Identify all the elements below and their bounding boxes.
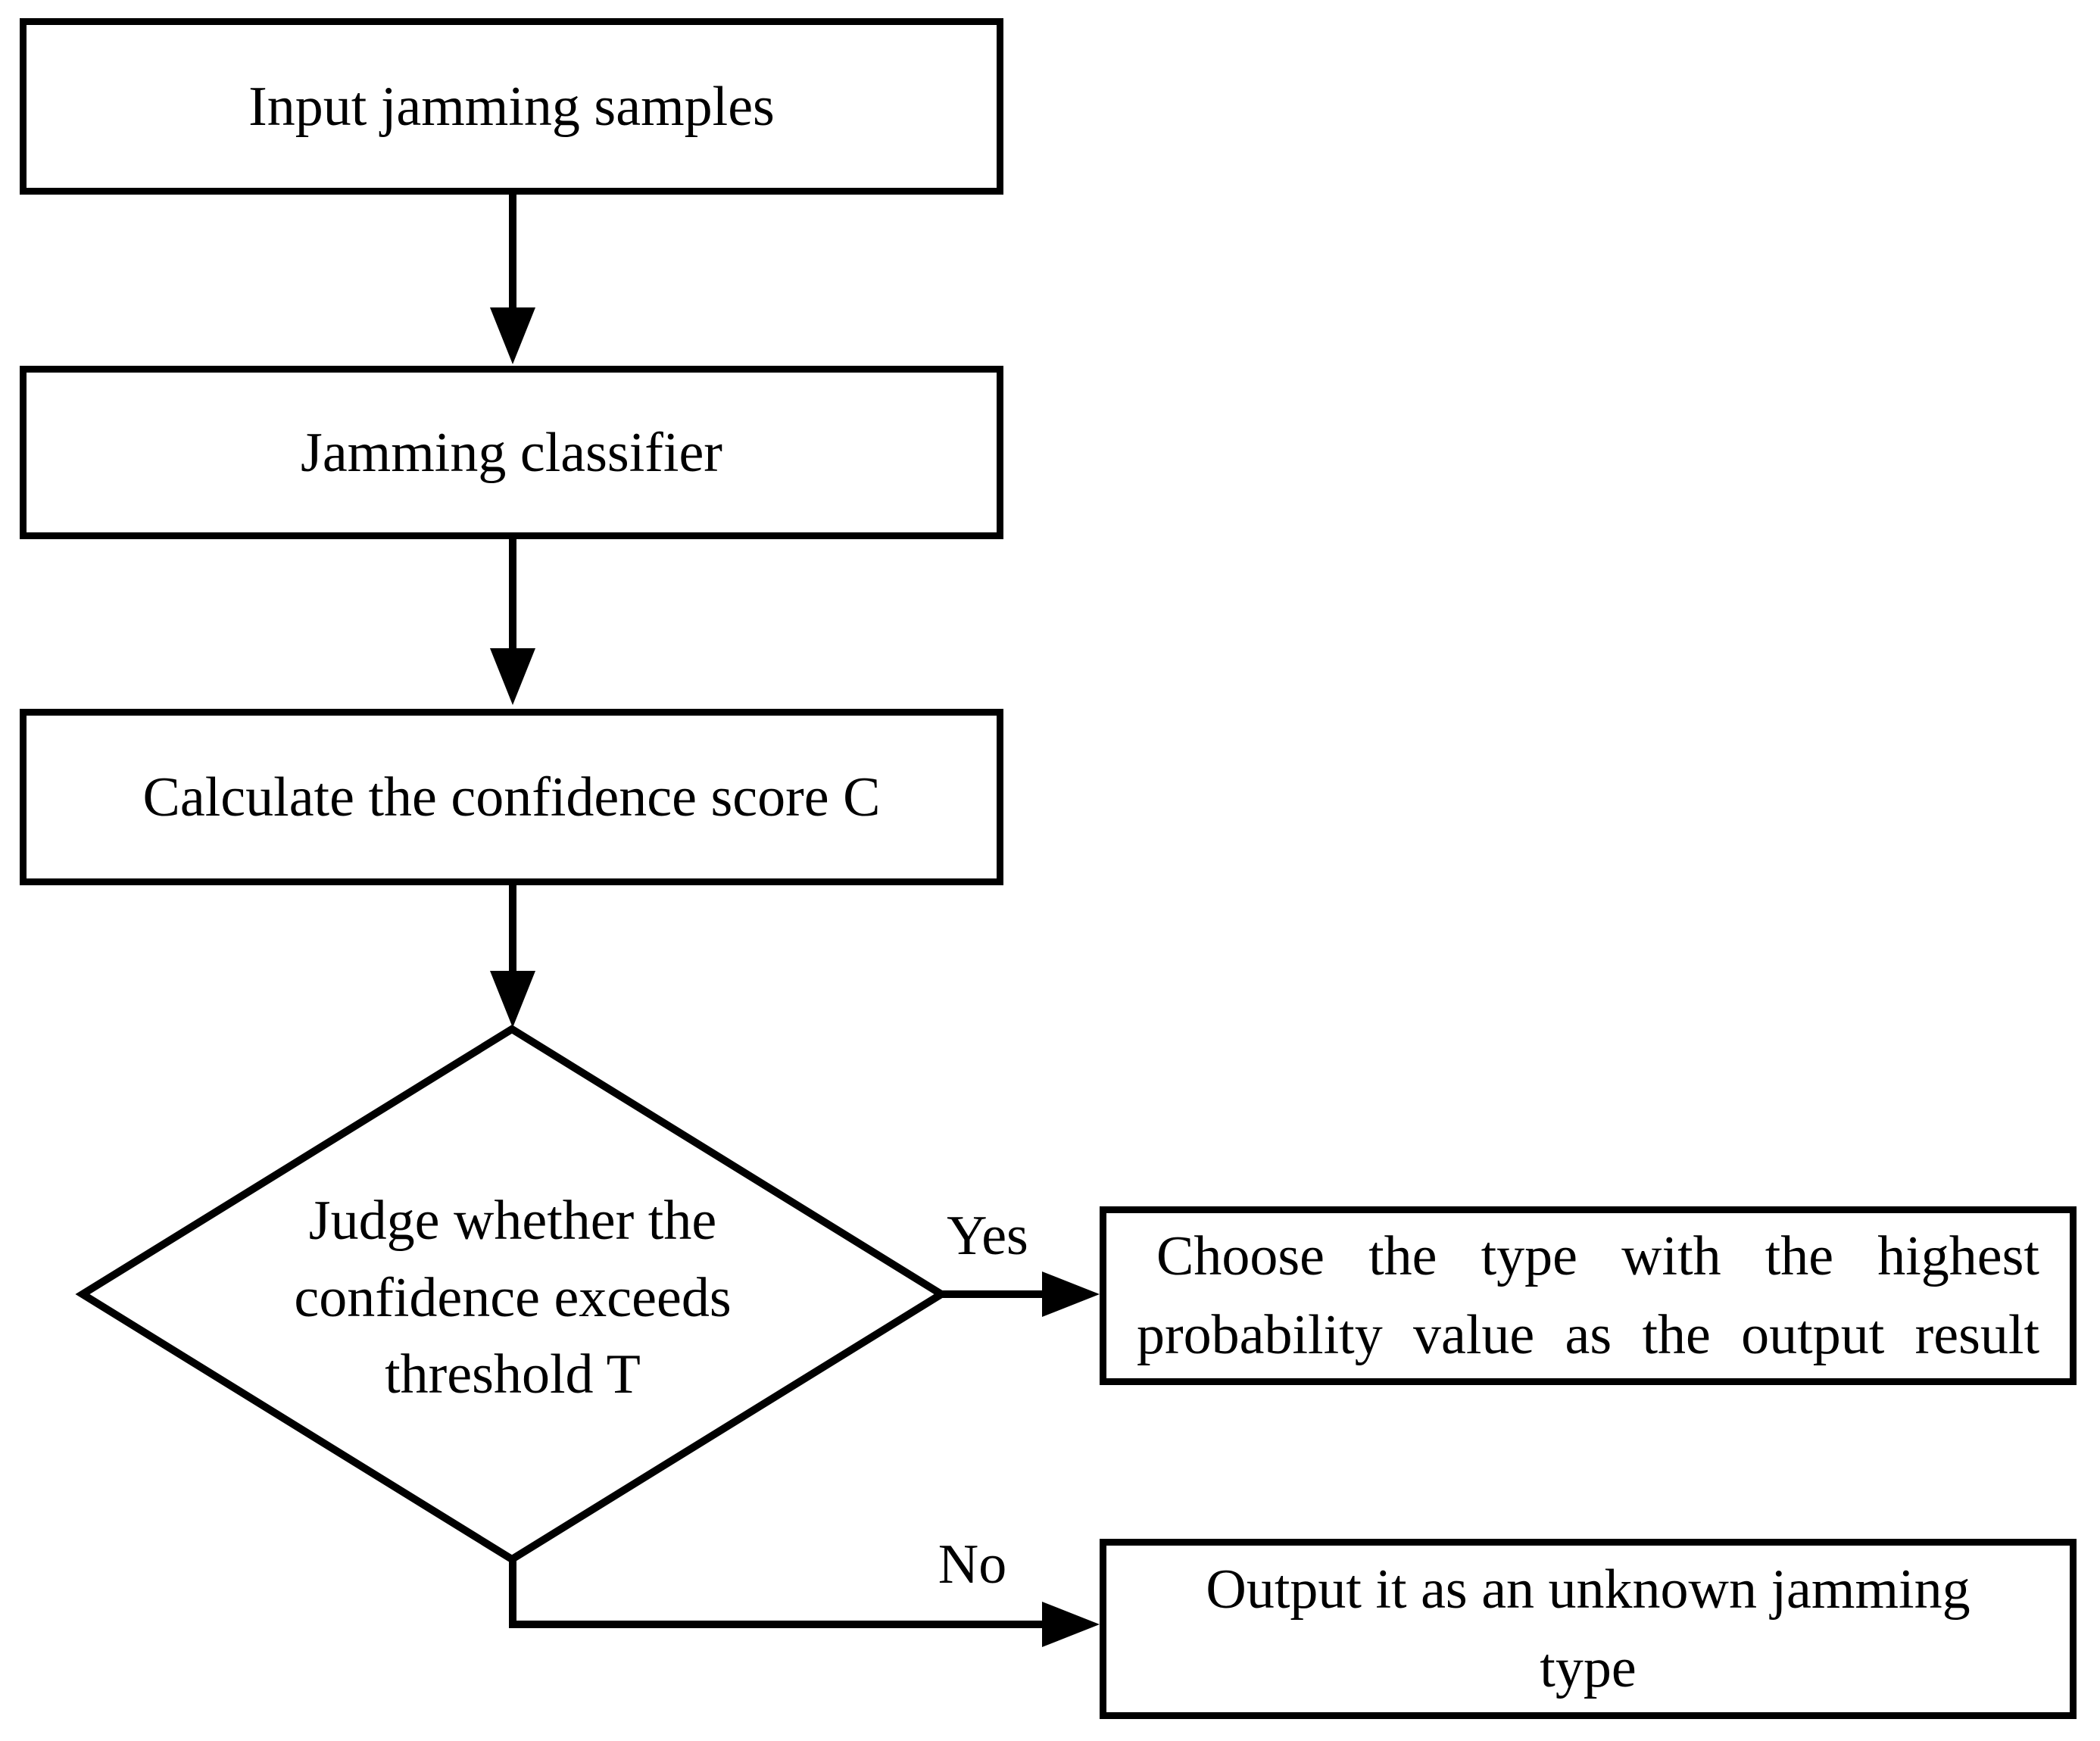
node-confidence-label: Calculate the confidence score C <box>142 766 881 828</box>
node-output-unknown-jamming: Output it as an unknown jamming type <box>1100 1539 2077 1719</box>
decision-line-2: confidence exceeds <box>294 1267 732 1329</box>
no-branch-label: No <box>938 1534 1007 1596</box>
yes-branch-label: Yes <box>947 1205 1028 1267</box>
node-input-jamming-samples: Input jamming samples <box>20 18 1003 195</box>
yes-result-line-1: Choose the type with the highest <box>1156 1225 2039 1287</box>
arrow-no-elbow-line <box>509 1559 1044 1628</box>
node-calculate-confidence: Calculate the confidence score C <box>20 709 1003 885</box>
node-classifier-label: Jamming classifier <box>301 421 722 484</box>
node-decision-label: Judge whether the confidence exceeds thr… <box>210 1181 816 1413</box>
arrow-no-head <box>1042 1602 1100 1647</box>
no-result-line-2: type <box>1540 1637 1637 1699</box>
node-jamming-classifier: Jamming classifier <box>20 366 1003 539</box>
arrow-yes-head <box>1042 1271 1100 1317</box>
decision-line-3: threshold T <box>385 1343 641 1406</box>
node-input-label: Input jamming samples <box>248 75 775 138</box>
arrow-input-to-classifier-head <box>490 307 535 364</box>
decision-line-1: Judge whether the <box>308 1190 717 1252</box>
yes-result-line-2: probability value as the output result <box>1137 1304 2039 1366</box>
arrow-confidence-to-decision-head <box>490 971 535 1028</box>
node-choose-highest-probability: Choose the type with the highest probabi… <box>1100 1206 2077 1385</box>
arrow-classifier-to-confidence-head <box>490 648 535 705</box>
no-result-line-1: Output it as an unknown jamming <box>1206 1558 1971 1621</box>
